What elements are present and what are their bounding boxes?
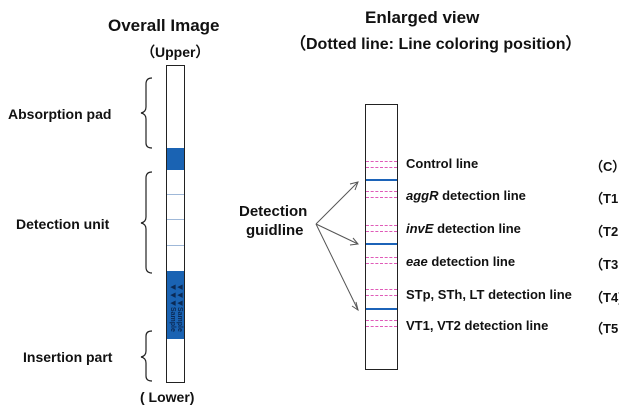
detection-brace (140, 171, 153, 274)
line-label-eae: eae detection line (406, 254, 515, 269)
t5-dotted-line (366, 320, 397, 321)
strip-sample-area: ◀◀◀Sample ◀◀◀Sample (167, 271, 184, 339)
line-label-aggr: aggR detection line (406, 188, 526, 203)
enlarged-strip (365, 104, 398, 370)
line-label-control: Control line (406, 156, 478, 171)
line-label-text: Control line (406, 156, 479, 171)
upper-label: （Upper） (141, 44, 210, 60)
enlarged-title: Enlarged view (365, 8, 480, 27)
line-label-italic: invE (406, 221, 434, 236)
line-label-text: detection line (427, 254, 516, 269)
t2-dotted-line (366, 231, 397, 232)
lower-label: ( Lower) (140, 389, 195, 405)
line-label-toxins: STp, STh, LT detection line (406, 287, 572, 302)
overall-title: Overall Image (108, 16, 220, 35)
line-label-italic: aggR (406, 188, 439, 203)
absorption-pad-label: Absorption pad (8, 106, 112, 122)
absorption-brace (140, 77, 153, 149)
sample-arrow-label: ◀◀◀Sample (169, 283, 176, 332)
line-label-text: detection line (433, 221, 521, 236)
control-dotted-line (366, 161, 397, 162)
line-label-inve: invE detection line (406, 221, 521, 236)
strip-detection-mark (167, 194, 184, 195)
line-code-t4: （T4) (590, 290, 619, 305)
guide-solid-line (366, 243, 397, 245)
control-dotted-line (366, 167, 397, 168)
line-code-t3: （T3 (590, 257, 619, 272)
line-label-text: STp, STh, LT detection line (406, 287, 572, 302)
line-label-text: detection line (438, 188, 526, 203)
guide-label-line1: Detection (239, 203, 308, 220)
line-label-vt: VT1, VT2 detection line (406, 318, 548, 333)
line-code-t1: （T1 (590, 191, 619, 206)
line-label-italic: eae (406, 254, 428, 269)
guide-solid-line (366, 308, 397, 310)
detection-unit-label: Detection unit (16, 216, 110, 232)
t5-dotted-line (366, 326, 397, 327)
line-code-t2: （T2 (590, 224, 619, 239)
strip-detection-mark (167, 245, 184, 246)
sample-arrow-label: ◀◀◀Sample (176, 283, 183, 332)
overall-strip: ◀◀◀Sample ◀◀◀Sample (166, 65, 185, 383)
guide-solid-line (366, 179, 397, 181)
strip-top-blue-band (167, 148, 184, 170)
insertion-brace (140, 330, 153, 382)
line-code-c: （C） (590, 159, 619, 174)
t1-dotted-line (366, 191, 397, 192)
line-code-t5: （T5 (590, 321, 619, 336)
t4-dotted-line (366, 289, 397, 290)
strip-detection-mark (167, 219, 184, 220)
enlarged-subtitle: （Dotted line: Line coloring position） (290, 36, 582, 53)
t4-dotted-line (366, 295, 397, 296)
t3-dotted-line (366, 257, 397, 258)
line-label-text: VT1, VT2 detection line (406, 318, 549, 333)
t2-dotted-line (366, 225, 397, 226)
t3-dotted-line (366, 263, 397, 264)
insertion-part-label: Insertion part (23, 349, 113, 365)
t1-dotted-line (366, 197, 397, 198)
guide-arrows (315, 181, 359, 312)
guide-label-line2: guidline (246, 222, 304, 239)
